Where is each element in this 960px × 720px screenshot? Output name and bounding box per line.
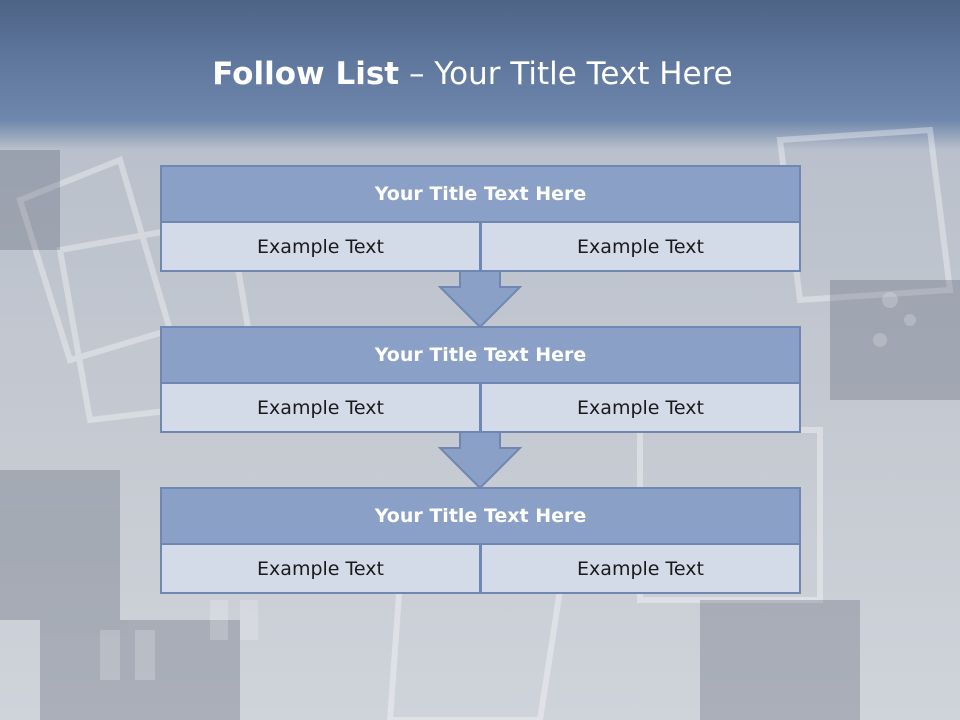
- block-cell-left: Example Text: [160, 382, 481, 433]
- list-block-1: Your Title Text Here Example Text Exampl…: [160, 165, 801, 272]
- list-block-3: Your Title Text Here Example Text Exampl…: [160, 487, 801, 594]
- block-title: Your Title Text Here: [160, 165, 801, 223]
- block-cell-left: Example Text: [160, 221, 481, 272]
- block-title: Your Title Text Here: [160, 326, 801, 384]
- slide-title-bold: Follow List: [212, 56, 400, 92]
- down-arrow-icon: [438, 270, 522, 328]
- block-cell-right: Example Text: [480, 382, 801, 433]
- list-block-2: Your Title Text Here Example Text Exampl…: [160, 326, 801, 433]
- block-cell-right: Example Text: [480, 221, 801, 272]
- slide-title-rest: – Your Title Text Here: [399, 56, 733, 92]
- block-title: Your Title Text Here: [160, 487, 801, 545]
- slide-title: Follow List – Your Title Text Here: [0, 56, 945, 92]
- block-cell-left: Example Text: [160, 543, 481, 594]
- down-arrow-icon: [438, 431, 522, 489]
- block-cell-right: Example Text: [480, 543, 801, 594]
